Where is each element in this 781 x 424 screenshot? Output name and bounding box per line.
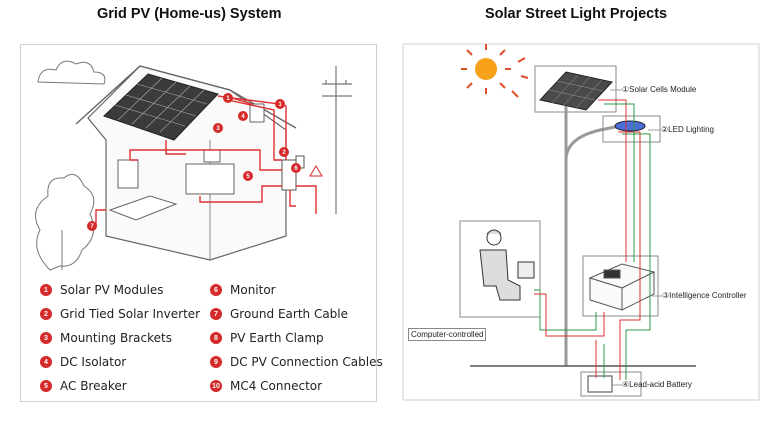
legend-number: 5 (40, 380, 52, 392)
label-intelligence-controller: ③Intelligence Controller (662, 291, 747, 300)
window-icon (249, 103, 265, 123)
legend-label: Monitor (230, 283, 276, 297)
marker-text: 3 (216, 126, 220, 132)
marker-text: 6 (294, 166, 298, 172)
legend-label: Grid Tied Solar Inverter (60, 307, 201, 321)
legend-number: 9 (210, 356, 222, 368)
legend-label: Mounting Brackets (60, 331, 172, 345)
controller-box (582, 255, 659, 317)
controller-icon (588, 263, 656, 311)
legend-item: 9 DC PV Connection Cables (210, 355, 383, 369)
legend-item: 1 Solar PV Modules (40, 283, 164, 297)
legend-item: 5 AC Breaker (40, 379, 127, 393)
desk-icon (185, 149, 235, 195)
legend-number: 2 (40, 308, 52, 320)
legend-item: 7 Ground Earth Cable (210, 307, 348, 321)
street-wires (534, 99, 651, 380)
worker-icon (479, 229, 535, 301)
sun-icon (461, 44, 529, 98)
legend-item: 2 Grid Tied Solar Inverter (40, 307, 200, 321)
legend-item: 8 PV Earth Clamp (210, 331, 324, 345)
marker-text: 5 (246, 174, 250, 180)
marker-text: 1 (226, 96, 230, 102)
legend-number: 1 (40, 284, 52, 296)
cloud-icon (37, 60, 106, 85)
legend-item: 6 Monitor (210, 283, 276, 297)
legend-label: PV Earth Clamp (230, 331, 324, 345)
left-title: Grid PV (Home-us) System (97, 6, 282, 22)
battery-box (580, 371, 642, 397)
solar-panel-icon (103, 73, 219, 141)
legend-number: 8 (210, 332, 222, 344)
tree-icon (35, 173, 95, 271)
legend-label: DC Isolator (60, 355, 127, 369)
legend-label: MC4 Connector (230, 379, 323, 393)
label-leaders (610, 89, 662, 386)
legend-item: 4 DC Isolator (40, 355, 126, 369)
utility-pole-icon (322, 66, 352, 214)
legend-number: 6 (210, 284, 222, 296)
marker-text: 2 (282, 150, 286, 156)
led-lamp-icon (614, 120, 646, 132)
legend-label: Ground Earth Cable (230, 307, 349, 321)
legend-item: 3 Mounting Brackets (40, 331, 172, 345)
bed-icon (108, 195, 178, 221)
legend-label: DC PV Connection Cables (230, 355, 383, 369)
computer-box (459, 220, 541, 318)
house-markers: 1 1 2 3 4 5 6 7 (87, 93, 301, 231)
led-box (602, 115, 661, 143)
legend-number: 4 (40, 356, 52, 368)
marker-text: 7 (90, 224, 94, 230)
legend-label: AC Breaker (60, 379, 127, 393)
legend-number: 7 (210, 308, 222, 320)
light-pole (564, 106, 621, 366)
warning-icon (309, 165, 323, 177)
marker-text: 4 (241, 114, 245, 120)
solar-module-box (534, 65, 617, 113)
label-solar-cells-module: ①Solar Cells Module (622, 85, 697, 94)
legend-item: 10 MC4 Connector (210, 379, 322, 393)
legend-label: Solar PV Modules (60, 283, 164, 297)
marker-text: 1 (278, 102, 282, 108)
solar-module-icon (539, 71, 613, 111)
tv-icon (117, 159, 139, 189)
battery-icon (587, 375, 613, 393)
legend-number: 10 (210, 380, 222, 392)
label-led-lighting: ②LED Lighting (661, 125, 714, 134)
label-lead-acid-battery: ④Lead-acid Battery (622, 380, 692, 389)
right-title: Solar Street Light Projects (485, 6, 668, 22)
label-computer-controlled: Computer-controlled (408, 328, 487, 341)
legend-number: 3 (40, 332, 52, 344)
